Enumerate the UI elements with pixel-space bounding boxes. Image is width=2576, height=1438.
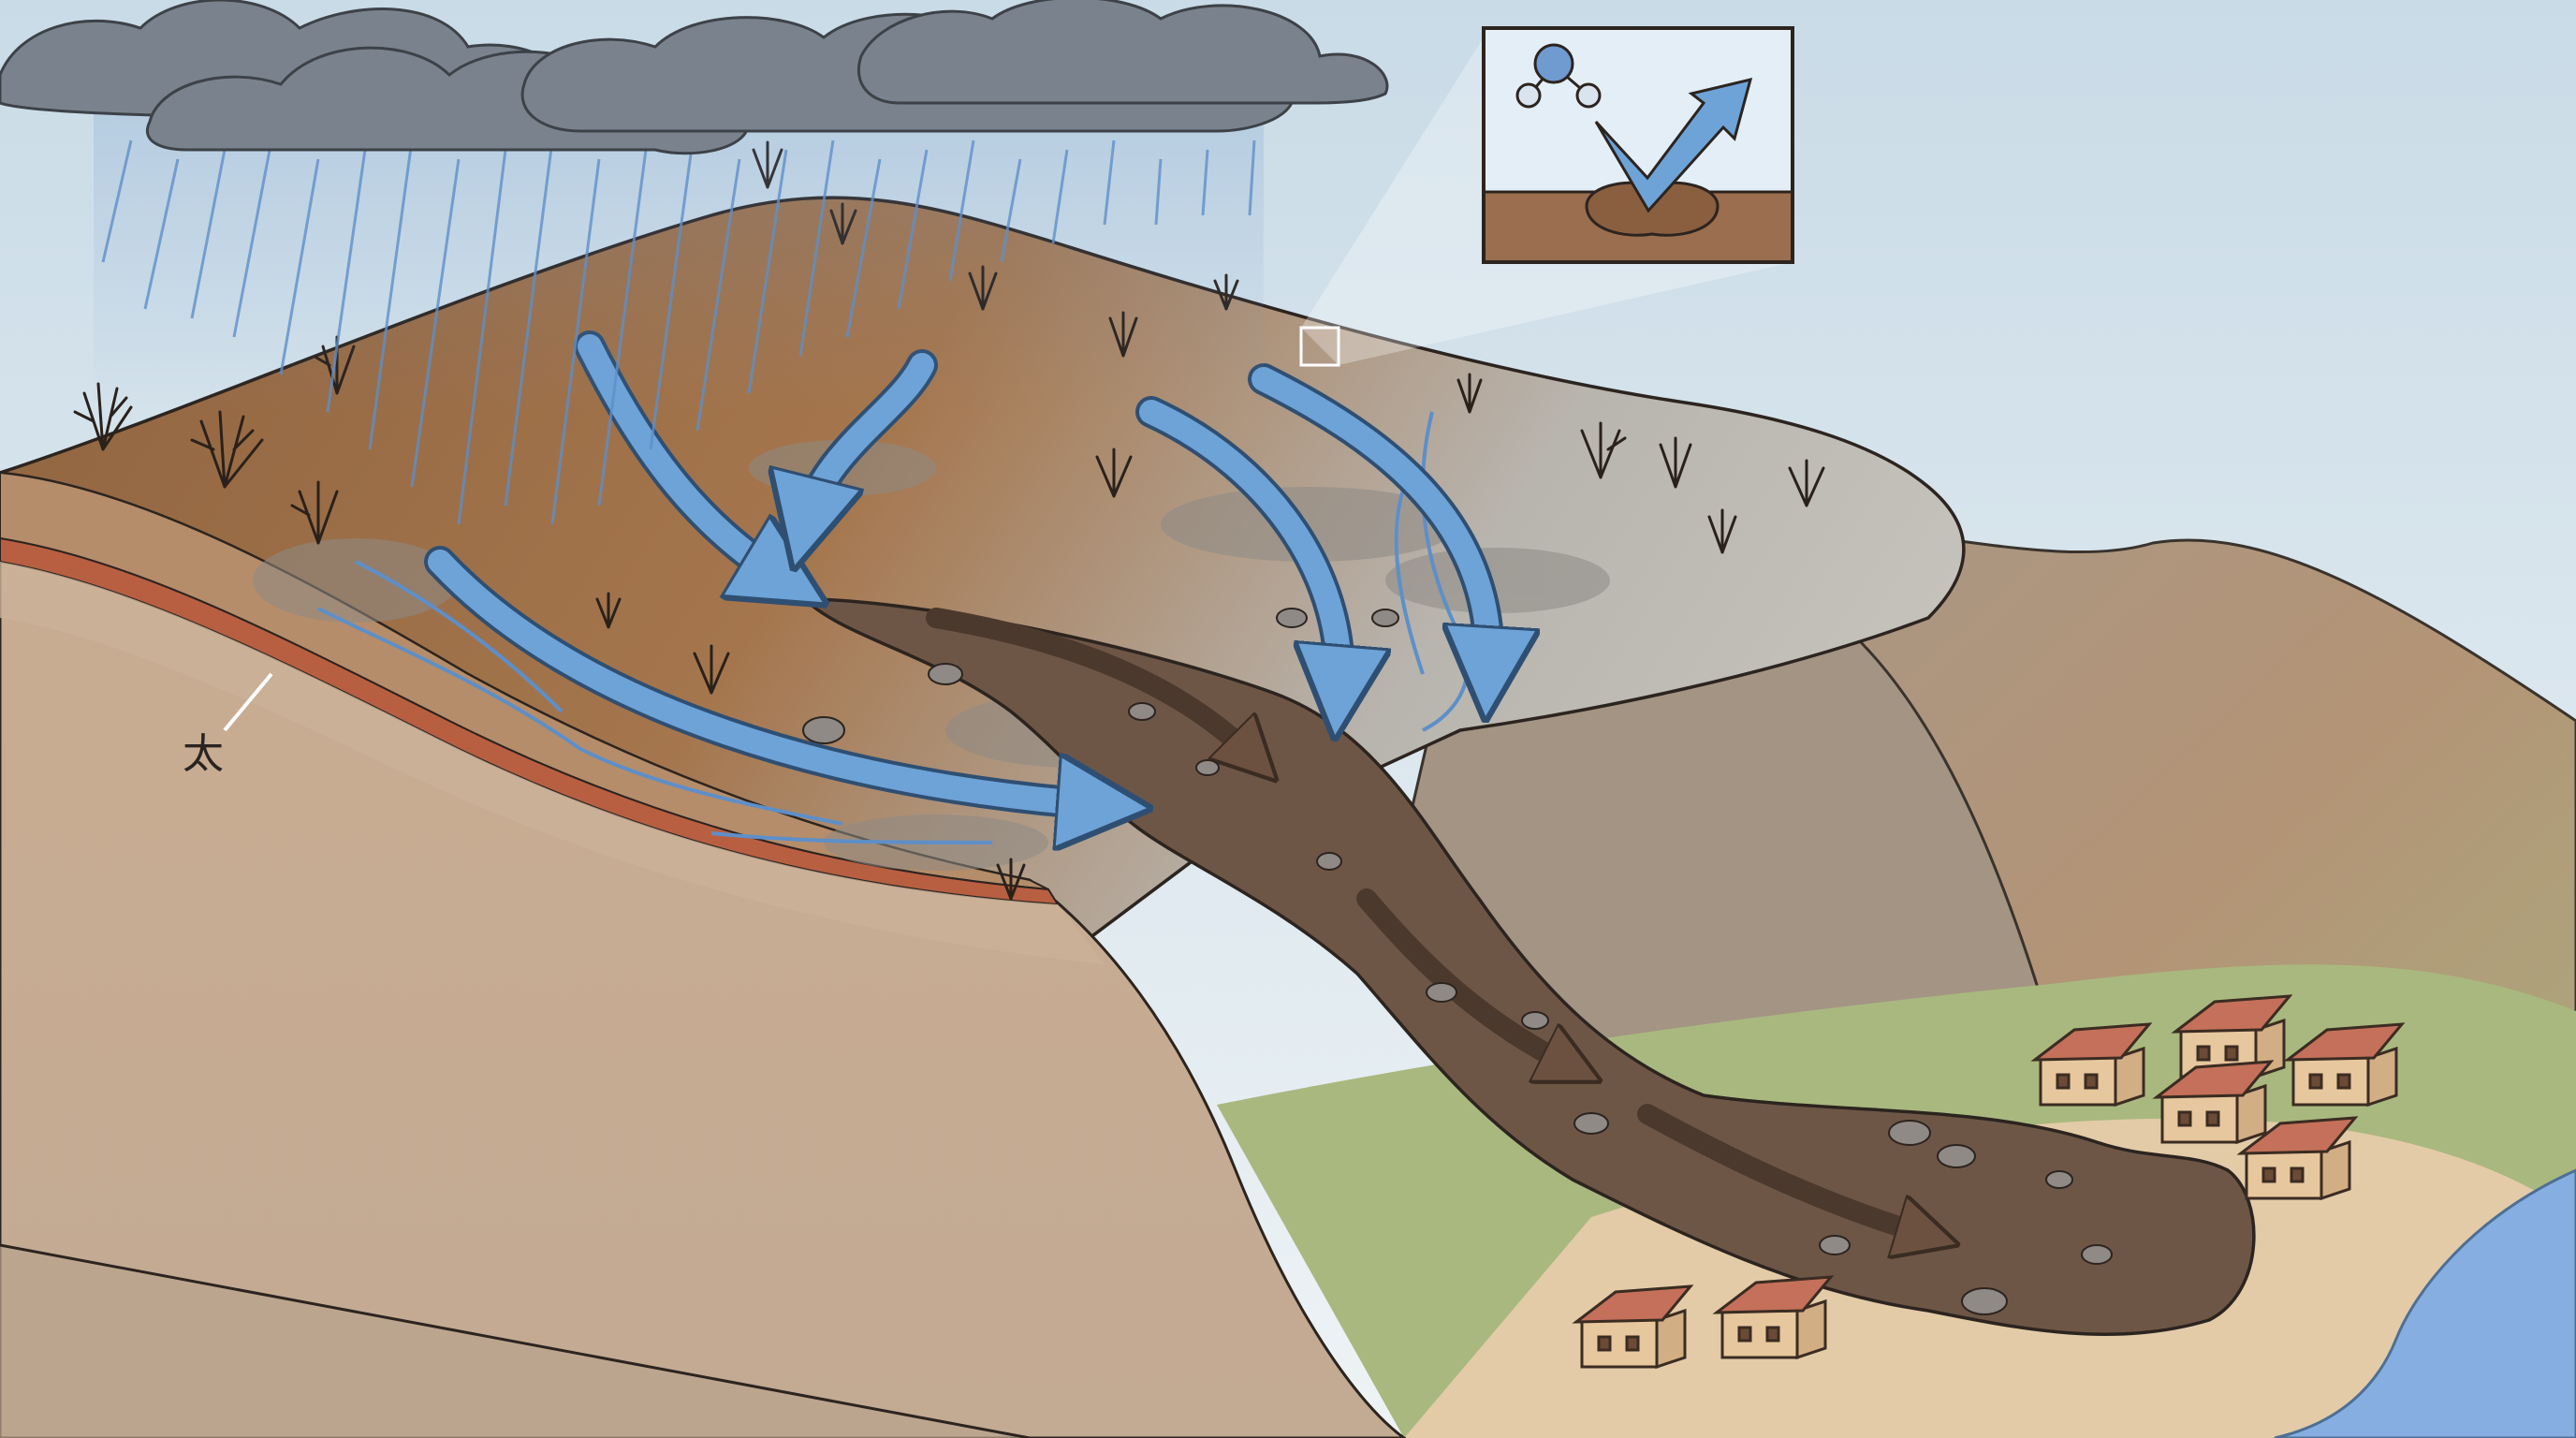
house bbox=[2152, 1060, 2275, 1145]
house bbox=[1712, 1275, 1835, 1360]
rain-haze bbox=[94, 112, 1264, 412]
river-water bbox=[2274, 1168, 2576, 1438]
boulders bbox=[802, 608, 2113, 1315]
houses bbox=[1572, 994, 2406, 1370]
house bbox=[2283, 1022, 2406, 1108]
debris-flow bbox=[800, 597, 2256, 1337]
house bbox=[1572, 1284, 1694, 1370]
water-molecule-icon bbox=[1515, 43, 1602, 109]
repel-arrow-icon bbox=[1594, 77, 1753, 213]
soil-layer-label: 太 bbox=[183, 730, 224, 778]
storm-clouds bbox=[0, 0, 1389, 155]
subsoil-layer bbox=[0, 562, 1105, 964]
house bbox=[2171, 994, 2293, 1079]
soil-clod-icon bbox=[1585, 181, 1720, 237]
label-leader-line bbox=[223, 672, 273, 732]
zoom-callout bbox=[1299, 26, 1794, 367]
runoff-arrow-4 bbox=[1135, 396, 1339, 693]
inset-panel bbox=[1482, 26, 1794, 264]
runoff-arrow-3 bbox=[424, 546, 1105, 805]
runoff-arrow-5 bbox=[1248, 363, 1489, 674]
house bbox=[2236, 1116, 2359, 1201]
zoom-source-box bbox=[1299, 326, 1340, 367]
house bbox=[2030, 1022, 2153, 1108]
